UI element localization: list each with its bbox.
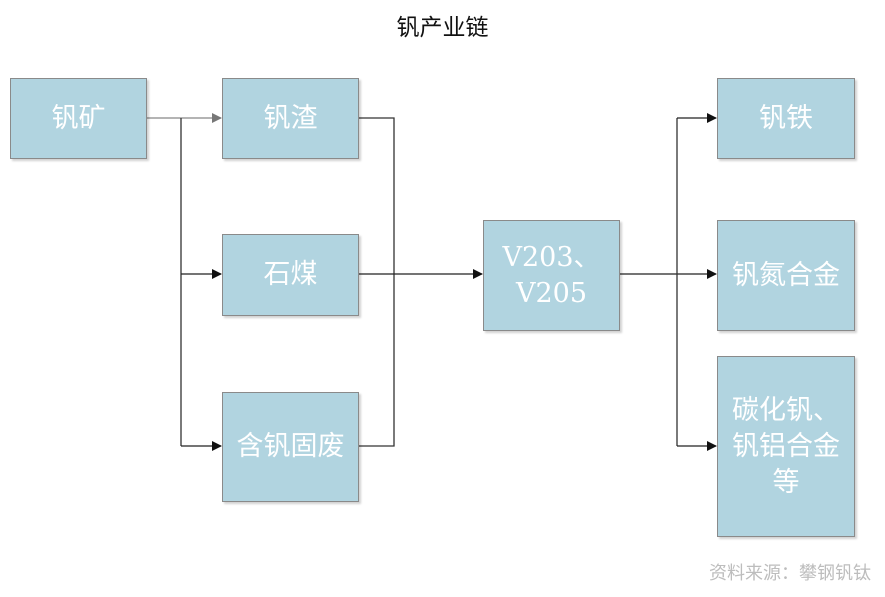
edge-slag-merge bbox=[359, 117, 395, 447]
node-vn-alloy: 钒氮合金 bbox=[717, 220, 855, 331]
diagram-title: 钒产业链 bbox=[396, 15, 489, 41]
node-vanadium-ore: 钒矿 bbox=[10, 78, 147, 159]
node-ferrovanadium: 钒铁 bbox=[717, 78, 855, 159]
node-other-products: 碳化钒、钒铝合金等 bbox=[717, 356, 855, 537]
node-stone-coal: 石煤 bbox=[222, 234, 359, 316]
source-note: 资料来源：攀钢钒钛 bbox=[709, 563, 871, 584]
node-vanadium-slag: 钒渣 bbox=[222, 78, 359, 159]
node-vanadium-oxides: V203、V205 bbox=[483, 220, 620, 331]
node-solid-waste: 含钒固废 bbox=[222, 392, 359, 502]
